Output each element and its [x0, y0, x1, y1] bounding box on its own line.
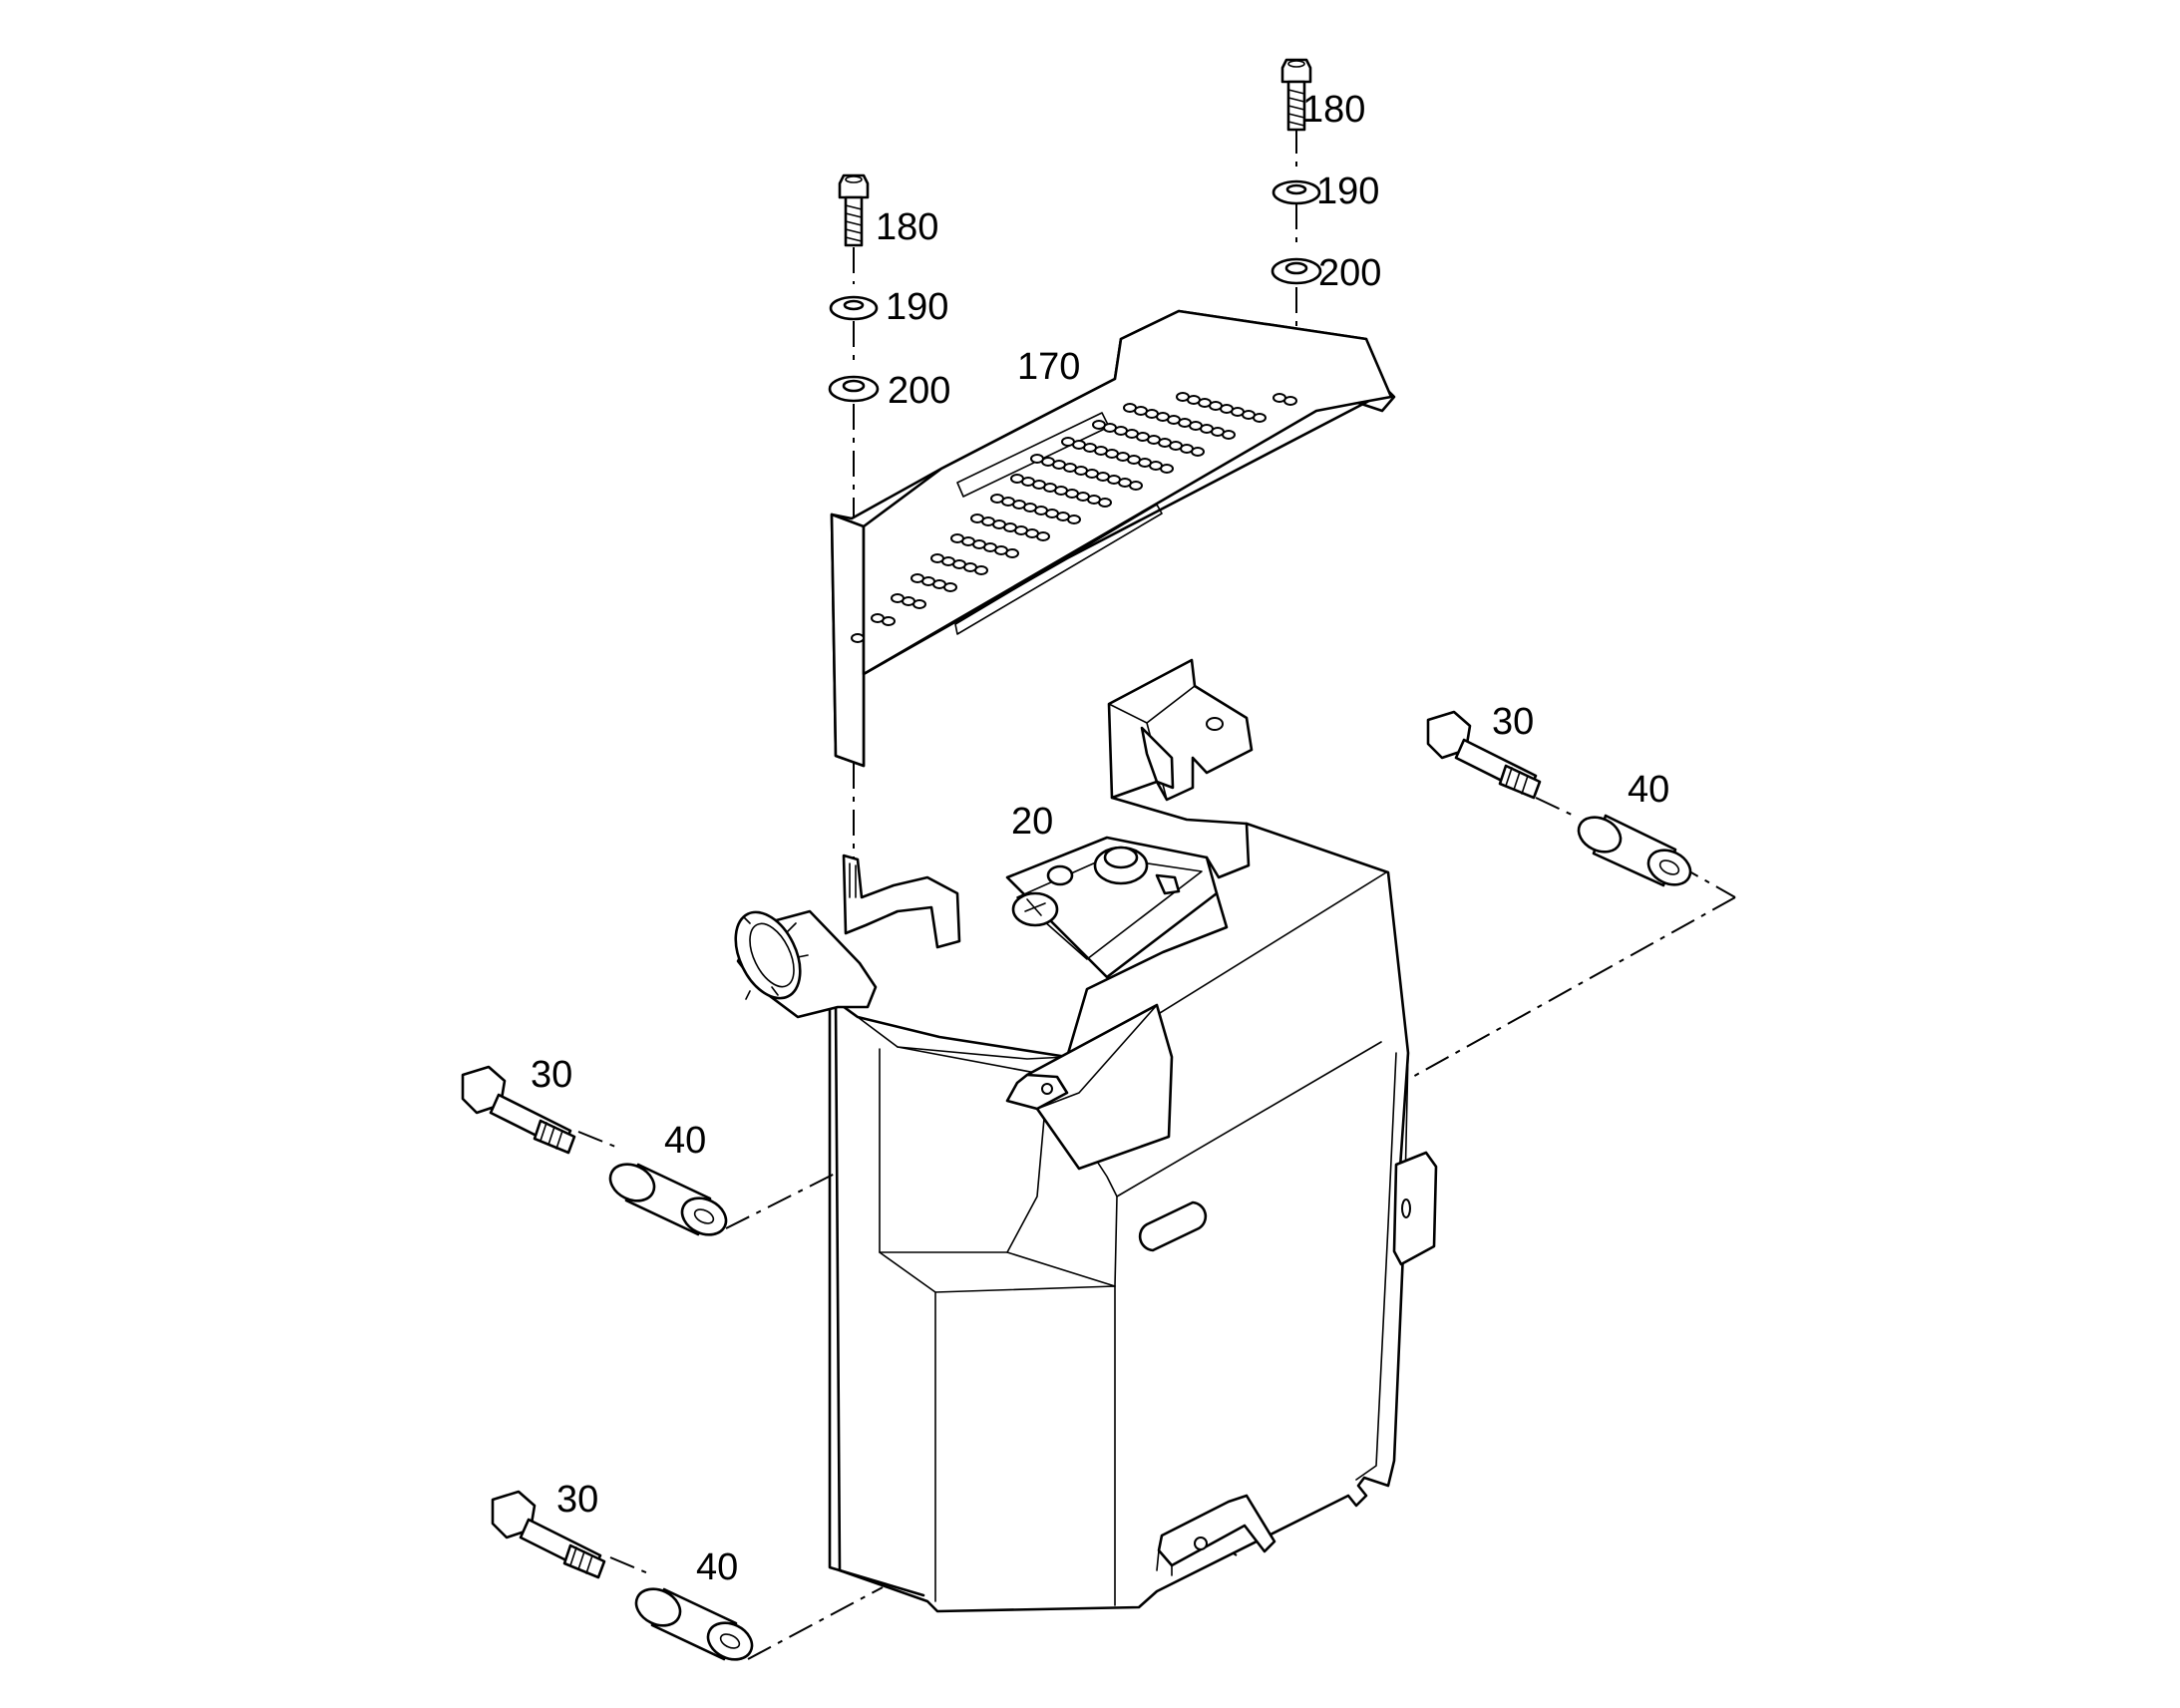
callout-40-right: 40 — [1628, 769, 1669, 811]
washer-200-right — [1271, 257, 1322, 285]
callout-190-right: 190 — [1316, 171, 1379, 212]
callout-30-middle: 30 — [531, 1054, 572, 1096]
washer-200-left — [828, 375, 880, 403]
callout-200-left: 200 — [888, 370, 950, 412]
plate-perforations — [851, 392, 1297, 643]
bolt-30-middle — [461, 1065, 576, 1155]
plate-hole — [1176, 392, 1190, 402]
bolt-30-right — [1426, 710, 1542, 800]
callout-30-right: 30 — [1492, 701, 1534, 743]
callout-180-left: 180 — [876, 206, 938, 248]
callout-labels: 180 190 200 170 180 190 200 20 30 40 30 … — [531, 89, 1669, 1588]
step-plate-170 — [830, 309, 1396, 768]
bushing-40-right — [1577, 814, 1692, 887]
plate-hole — [1123, 403, 1137, 413]
bushing-40-bottom — [634, 1587, 754, 1661]
washer-190-right — [1272, 179, 1321, 205]
plate-hole — [851, 633, 865, 643]
plate-hole — [990, 494, 1004, 504]
callout-30-bottom: 30 — [556, 1479, 598, 1521]
screw-180-left — [838, 173, 870, 247]
plate-hole — [1092, 420, 1106, 430]
plate-hole — [1061, 437, 1075, 447]
callout-190-left: 190 — [886, 286, 948, 328]
plate-hole — [891, 593, 905, 603]
callout-180-right: 180 — [1302, 89, 1365, 131]
plate-hole — [950, 533, 964, 543]
plate-hole — [910, 573, 924, 583]
plate-hole — [1030, 454, 1044, 464]
fasteners-left — [828, 173, 880, 403]
plate-hole — [930, 553, 944, 563]
callout-40-middle: 40 — [664, 1120, 706, 1162]
bolt-30-bottom — [491, 1490, 606, 1579]
fasteners-right — [1271, 58, 1322, 285]
screw-180-right — [1280, 58, 1312, 132]
callout-170: 170 — [1017, 346, 1080, 388]
callout-200-right: 200 — [1318, 252, 1381, 294]
washer-190-left — [829, 295, 879, 321]
plate-hole — [970, 513, 984, 523]
plate-hole — [1010, 474, 1024, 484]
callout-40-bottom: 40 — [696, 1546, 738, 1588]
plate-hole — [1272, 393, 1286, 403]
plate-hole — [871, 613, 885, 623]
fuel-tank-20 — [734, 658, 1438, 1613]
callout-20: 20 — [1011, 801, 1053, 843]
bushing-40-middle — [608, 1163, 728, 1236]
